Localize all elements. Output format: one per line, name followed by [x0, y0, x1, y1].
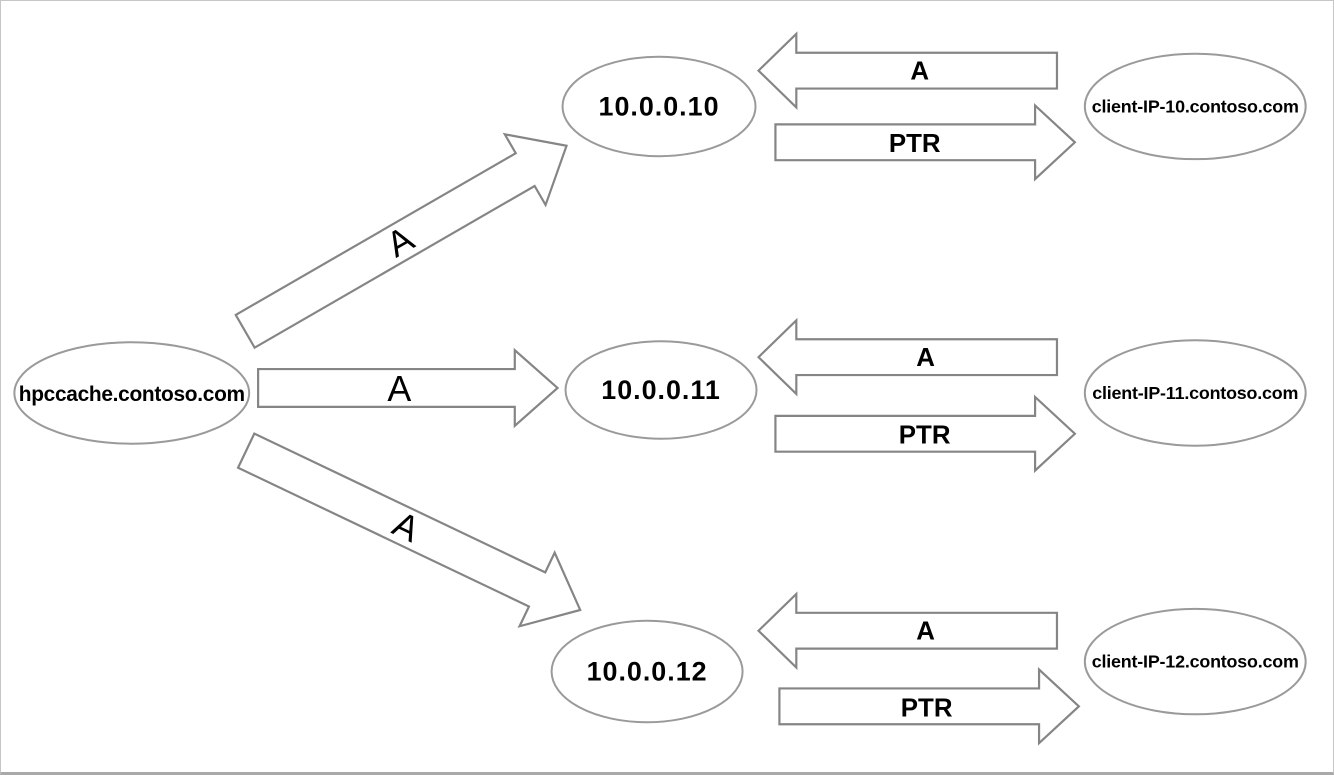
- client-12-ellipse: [1083, 607, 1307, 716]
- arrow-a-hpccache-to-ip11: A: [257, 347, 560, 429]
- arrow-a-hpccache-to-ip10-shape: [234, 132, 569, 350]
- arrow-ptr-ip10-to-client10-shape: [774, 102, 1077, 182]
- arrow-ptr-ip10-to-client10: PTR: [774, 102, 1077, 182]
- client-11-label: client-IP-11.contoso.com: [1092, 383, 1298, 403]
- hpccache-label: hpccache.contoso.com: [19, 383, 245, 406]
- ip-11-label: 10.0.0.11: [601, 375, 721, 405]
- node-ip-11: 10.0.0.11: [564, 340, 758, 440]
- arrow-ptr-ip11-to-client11-label: PTR: [899, 422, 951, 450]
- arrow-a-hpccache-to-ip10: A: [234, 132, 569, 350]
- arrow-a-hpccache-to-ip12-shape: [236, 432, 582, 628]
- arrow-a-client10-to-ip10-label: A: [910, 58, 929, 86]
- arrow-a-client12-to-ip12-shape: [756, 591, 1059, 671]
- hpccache-ellipse: [13, 341, 251, 445]
- ip-12-ellipse: [550, 619, 744, 724]
- node-hpccache: hpccache.contoso.com: [13, 341, 251, 445]
- client-12-label: client-IP-12.contoso.com: [1092, 652, 1299, 672]
- arrow-ptr-ip12-to-client12-shape: [778, 667, 1081, 746]
- arrow-ptr-ip10-to-client10-label: PTR: [889, 130, 941, 158]
- node-client-12: client-IP-12.contoso.com: [1083, 607, 1307, 716]
- arrow-ptr-ip12-to-client12-label: PTR: [901, 694, 953, 722]
- node-client-10: client-IP-10.contoso.com: [1083, 52, 1307, 161]
- arrow-a-client10-to-ip10-shape: [756, 31, 1059, 111]
- arrow-a-hpccache-to-ip11-label: A: [387, 369, 411, 409]
- arrow-ptr-ip11-to-client11: PTR: [774, 394, 1077, 474]
- client-11-ellipse: [1083, 339, 1307, 447]
- arrow-a-client12-to-ip12-label: A: [916, 618, 935, 646]
- arrow-a-client11-to-ip11: A: [756, 317, 1059, 397]
- arrow-a-client11-to-ip11-label: A: [916, 344, 935, 372]
- arrow-ptr-ip11-to-client11-shape: [774, 394, 1077, 474]
- arrow-a-hpccache-to-ip12: A: [236, 432, 582, 628]
- arrow-a-client11-to-ip11-shape: [756, 317, 1059, 397]
- node-ip-12: 10.0.0.12: [550, 619, 744, 724]
- arrow-a-client12-to-ip12: A: [756, 591, 1059, 671]
- arrow-a-hpccache-to-ip11-shape: [257, 347, 560, 429]
- ip-10-ellipse: [561, 55, 757, 158]
- client-10-label: client-IP-10.contoso.com: [1092, 96, 1299, 116]
- node-ip-10: 10.0.0.10: [561, 55, 757, 158]
- ip-11-ellipse: [564, 340, 758, 440]
- client-10-ellipse: [1083, 52, 1307, 161]
- node-client-11: client-IP-11.contoso.com: [1083, 339, 1307, 447]
- ip-12-label: 10.0.0.12: [587, 656, 708, 686]
- arrow-a-client10-to-ip10: A: [756, 31, 1059, 111]
- arrow-ptr-ip12-to-client12: PTR: [778, 667, 1081, 746]
- ip-10-label: 10.0.0.10: [599, 91, 720, 121]
